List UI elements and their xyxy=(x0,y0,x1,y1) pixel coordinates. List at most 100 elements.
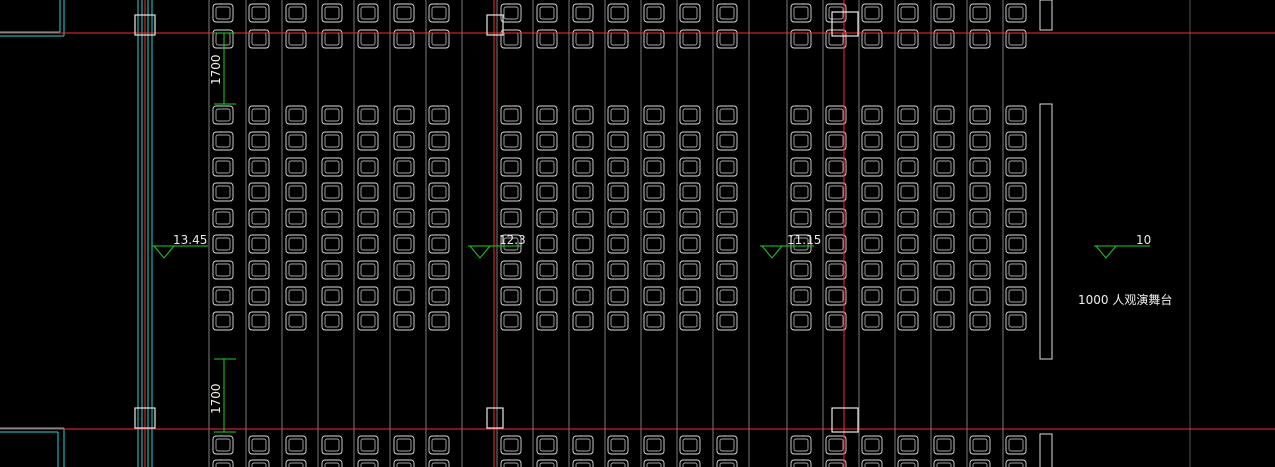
seat-cushion xyxy=(864,160,880,174)
seat-back xyxy=(861,182,883,202)
seat-back xyxy=(679,286,701,306)
seat xyxy=(321,260,343,280)
seat-cushion xyxy=(575,32,591,46)
seat-cushion xyxy=(719,237,735,251)
seat xyxy=(248,286,270,306)
seat-back xyxy=(933,105,955,125)
seat xyxy=(1005,105,1027,125)
seat-back xyxy=(679,3,701,23)
seat-cushion xyxy=(936,289,952,303)
seat-cushion xyxy=(793,185,809,199)
seat xyxy=(643,459,665,467)
stage-edge xyxy=(1039,103,1053,360)
seat-back xyxy=(393,105,415,125)
seat-cushion xyxy=(360,134,376,148)
seat-cushion xyxy=(646,462,662,467)
seat xyxy=(248,260,270,280)
seat xyxy=(643,208,665,228)
seat-back xyxy=(536,234,558,254)
seat xyxy=(285,3,307,23)
seat-back xyxy=(212,131,234,151)
seat-cushion xyxy=(610,134,626,148)
seat xyxy=(212,435,234,455)
seat xyxy=(212,311,234,331)
seat-cushion xyxy=(360,185,376,199)
seat-back xyxy=(825,3,847,23)
seat-cushion xyxy=(431,289,447,303)
seat-cushion xyxy=(1008,185,1024,199)
seat-back xyxy=(572,435,594,455)
seat xyxy=(933,182,955,202)
seat-cushion xyxy=(251,160,267,174)
seat-cushion xyxy=(215,314,231,328)
seat-back xyxy=(321,435,343,455)
seat-back xyxy=(500,182,522,202)
seat-back xyxy=(969,234,991,254)
seat xyxy=(285,435,307,455)
seat-back xyxy=(500,435,522,455)
seat-cushion xyxy=(324,134,340,148)
seat-cushion xyxy=(682,237,698,251)
seat xyxy=(716,105,738,125)
seat xyxy=(428,311,450,331)
seat-cushion xyxy=(575,6,591,20)
seat-cushion xyxy=(360,263,376,277)
seat-cushion xyxy=(539,32,555,46)
seat-back xyxy=(285,435,307,455)
seat-cushion xyxy=(324,211,340,225)
seat-cushion xyxy=(1008,32,1024,46)
seat xyxy=(607,435,629,455)
seat-cushion xyxy=(793,160,809,174)
seat-back xyxy=(607,435,629,455)
seat xyxy=(643,260,665,280)
seat-back xyxy=(716,260,738,280)
seat xyxy=(643,3,665,23)
seat xyxy=(536,131,558,151)
seat-back xyxy=(607,182,629,202)
seat xyxy=(212,459,234,467)
seat-back xyxy=(536,29,558,49)
seat-back xyxy=(500,234,522,254)
seat-back xyxy=(897,286,919,306)
seat-back xyxy=(790,182,812,202)
seat xyxy=(572,435,594,455)
seat-cushion xyxy=(793,134,809,148)
seat-cushion xyxy=(682,211,698,225)
seat-cushion xyxy=(972,462,988,467)
seat-back xyxy=(861,208,883,228)
seat xyxy=(357,260,379,280)
seat-back xyxy=(716,131,738,151)
seat-cushion xyxy=(864,185,880,199)
seat-back xyxy=(536,208,558,228)
seat xyxy=(679,105,701,125)
structural-column xyxy=(134,14,156,36)
seat-cushion xyxy=(539,108,555,122)
seat-cushion xyxy=(215,185,231,199)
seat-back xyxy=(607,286,629,306)
seat-back xyxy=(572,105,594,125)
seat-back xyxy=(716,435,738,455)
seat-cushion xyxy=(396,314,412,328)
seat-back xyxy=(969,459,991,467)
seat-cushion xyxy=(793,237,809,251)
seat-back xyxy=(1005,131,1027,151)
seat-cushion xyxy=(828,6,844,20)
seat-back xyxy=(969,286,991,306)
seat-cushion xyxy=(610,211,626,225)
seat xyxy=(790,311,812,331)
seat xyxy=(572,311,594,331)
seat xyxy=(861,3,883,23)
seat-cushion xyxy=(646,32,662,46)
seat xyxy=(607,234,629,254)
seat xyxy=(428,182,450,202)
seat-back xyxy=(393,234,415,254)
seat xyxy=(428,260,450,280)
seat-back xyxy=(933,157,955,177)
seat-back xyxy=(933,260,955,280)
seat-back xyxy=(285,105,307,125)
seat xyxy=(428,131,450,151)
seat-cushion xyxy=(719,314,735,328)
seat xyxy=(679,435,701,455)
seat-back xyxy=(572,131,594,151)
seat-cushion xyxy=(288,289,304,303)
